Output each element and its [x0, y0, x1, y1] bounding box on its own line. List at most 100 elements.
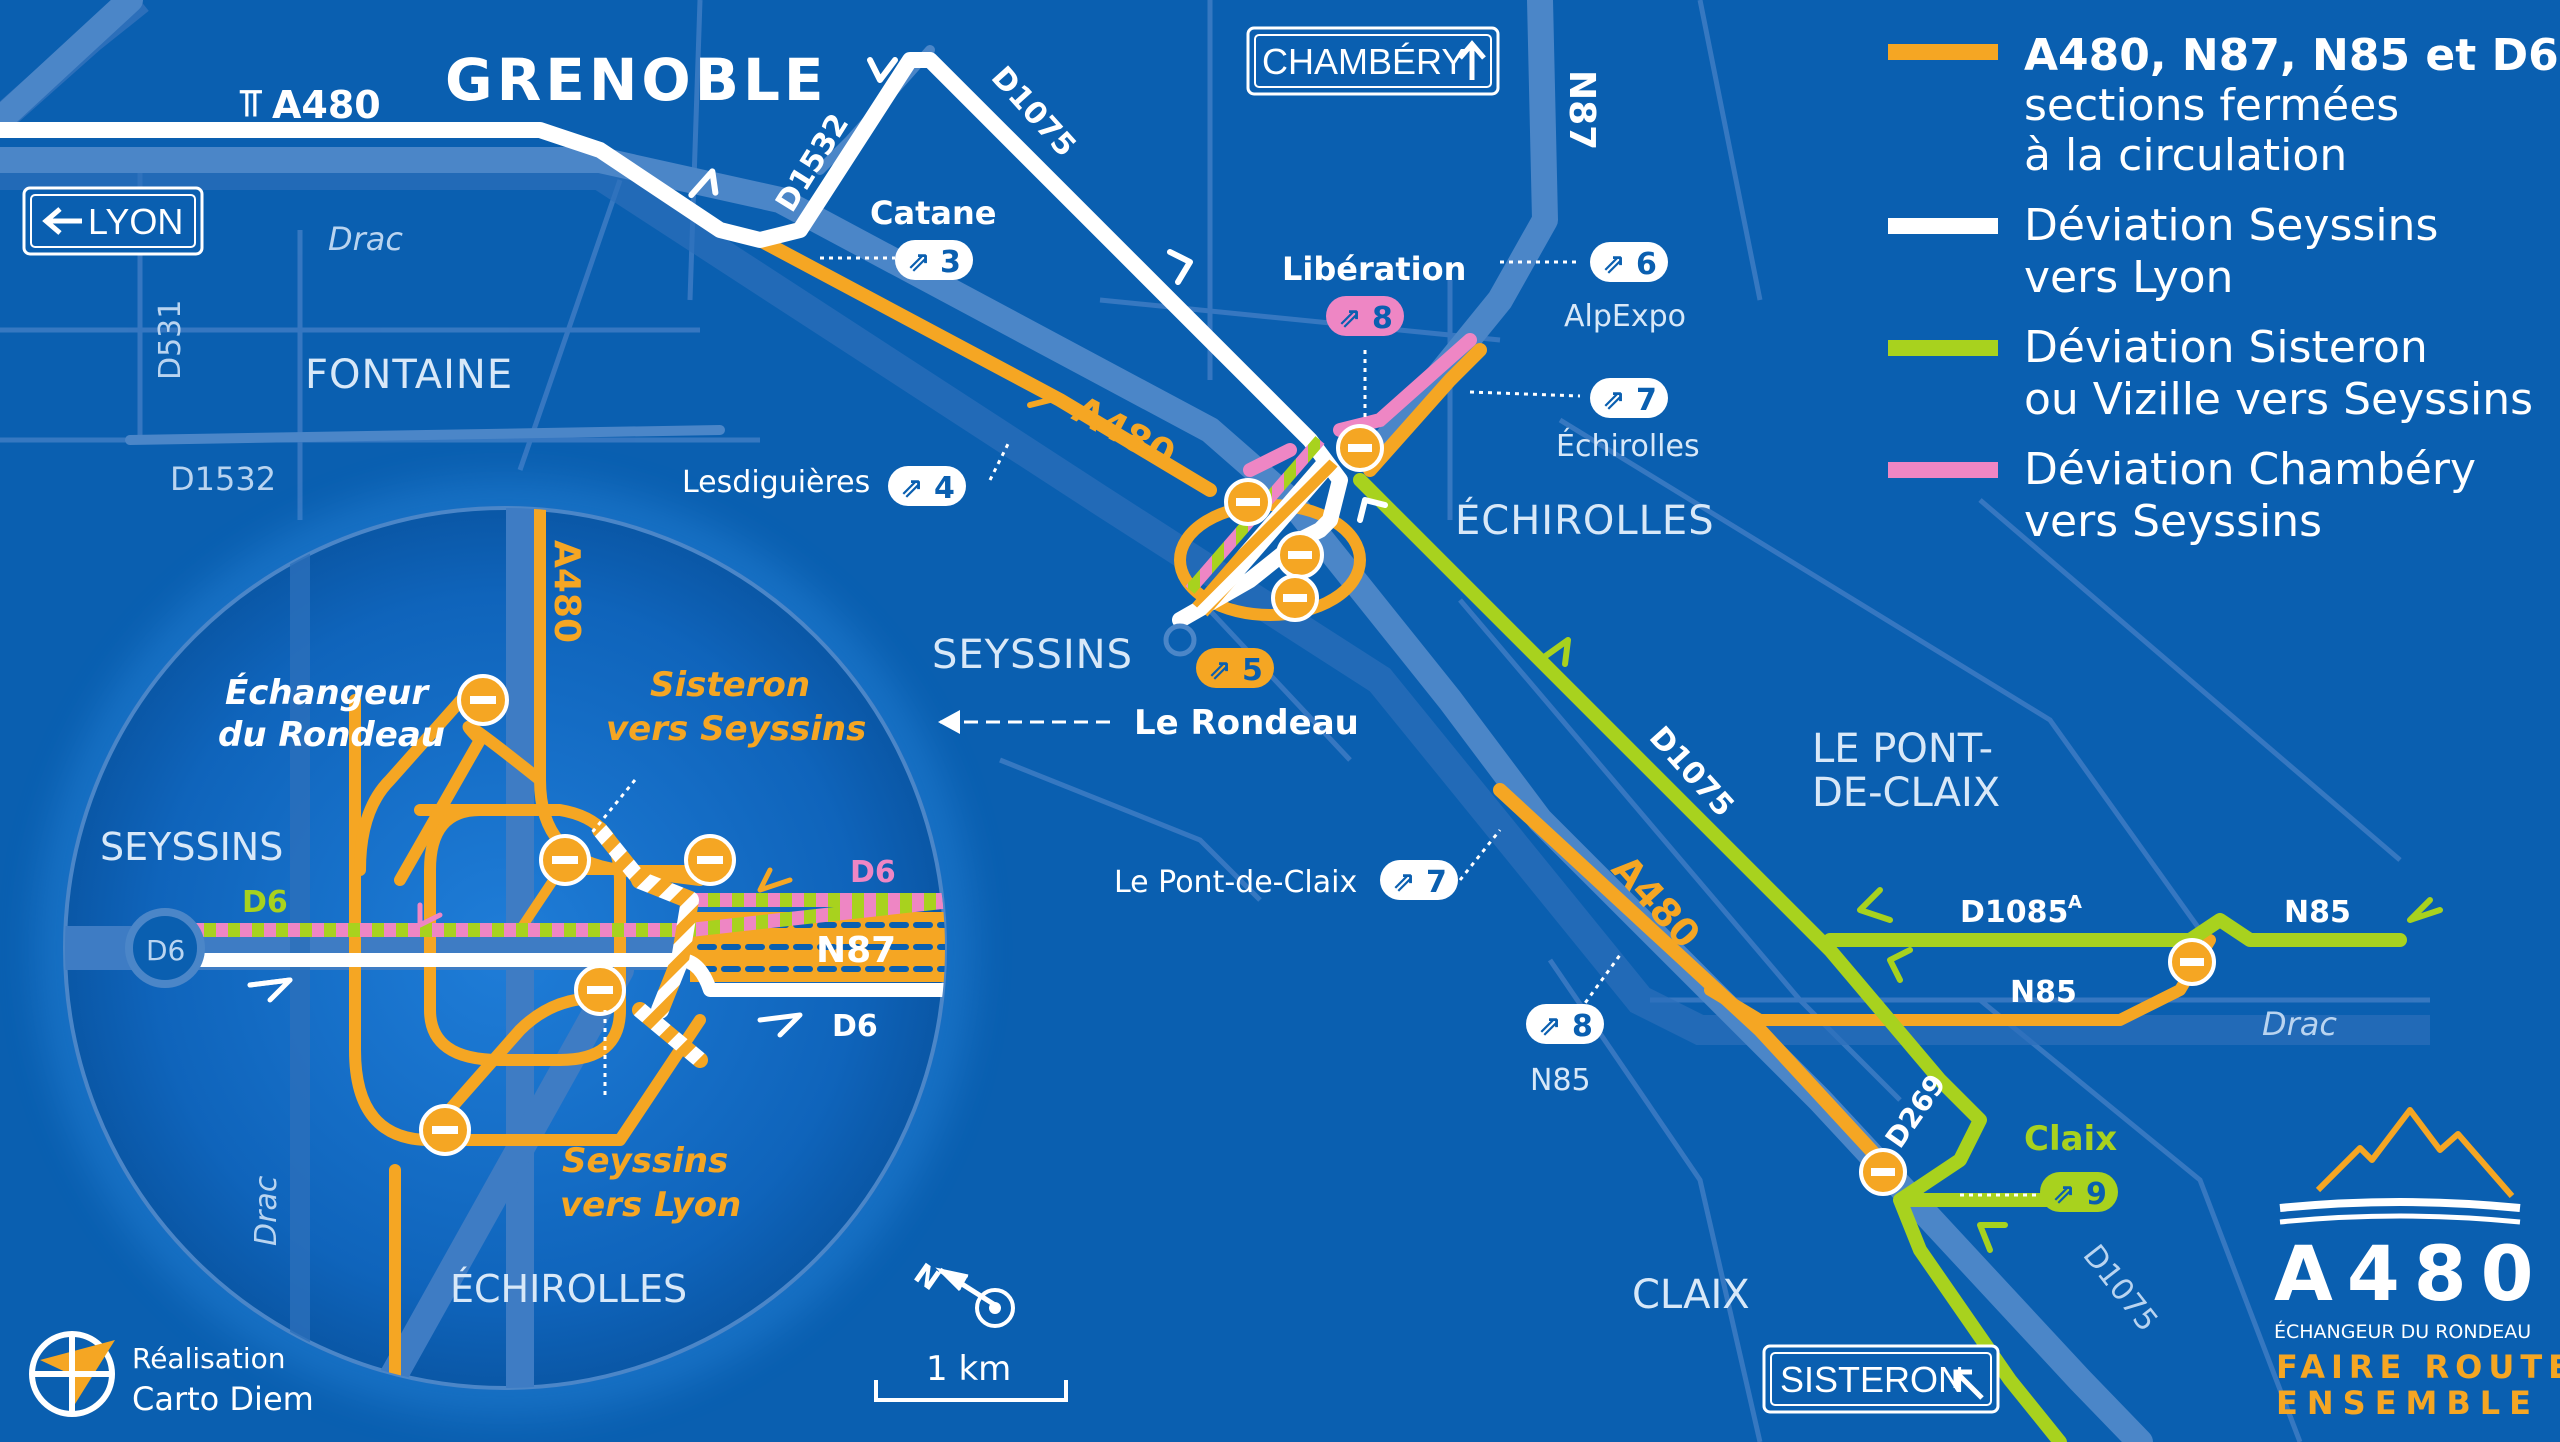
exit-icon: ⇗	[1338, 301, 1361, 334]
road-label-a480-top-icon: ⫪	[240, 81, 262, 125]
legend-chambery-line2: vers Seyssins	[2024, 496, 2322, 547]
exit-n85-name: N85	[1530, 1063, 1591, 1098]
exit-lesdiguieres-num: 4	[934, 471, 955, 506]
legend-sisteron-line1: Déviation Sisteron	[2024, 322, 2428, 373]
inset-roundabout	[125, 908, 205, 988]
inset-road-n87: N87	[816, 930, 896, 971]
exit-icon: ⇗	[1538, 1009, 1561, 1042]
exit-pontdeclaix-name: Le Pont-de-Claix	[1114, 865, 1357, 900]
legend-lyon-line1: Déviation Seyssins	[2024, 200, 2438, 251]
legend-closed-line3: à la circulation	[2024, 130, 2347, 181]
closed-n87	[1363, 343, 1487, 477]
credit-line2: Carto Diem	[132, 1380, 314, 1418]
brand-subtitle: ÉCHANGEUR DU RONDEAU	[2274, 1320, 2531, 1343]
major-roads	[0, 0, 2153, 1442]
city-pont-de-claix-1: LE PONT-	[1812, 726, 1993, 772]
sign-sisteron-label: SISTERON	[1780, 1359, 1964, 1400]
city-claix: CLAIX	[1632, 1272, 1750, 1318]
exit-echirolles: ⇗ 7 Échirolles	[1556, 378, 1700, 464]
arrow-up-icon	[1458, 40, 1486, 80]
legend-swatch-closed	[1888, 44, 1998, 60]
closure-marker	[2168, 938, 2216, 986]
road-label-d1085a: D1085	[1960, 895, 2068, 930]
exit-echirolles-num: 7	[1636, 383, 1657, 418]
exit-leaders	[820, 256, 2040, 1197]
sign-chambery-label: CHAMBÉRY	[1262, 41, 1465, 82]
exit-pontdeclaix-num: 7	[1426, 865, 1447, 900]
exit-claix-name: Claix	[2024, 1119, 2117, 1159]
exit-n85-num: 8	[1572, 1009, 1593, 1044]
scale-bar: 1 km	[874, 1349, 1068, 1402]
brand-title: A480	[2274, 1229, 2547, 1318]
road-label-n85-mid: N85	[2010, 975, 2077, 1010]
a480-shield: ⫪ A480	[240, 81, 381, 127]
inset-city-echirolles: ÉCHIROLLES	[450, 1267, 687, 1311]
inset-road-d6-white: D6	[832, 1009, 878, 1044]
inset-road-d6-left: D6	[242, 885, 288, 920]
inset-closure-marker	[419, 1104, 471, 1156]
legend-swatch-sisteron	[1888, 340, 1998, 356]
river-label-drac-1: Drac	[328, 220, 403, 258]
credit: Réalisation Carto Diem	[29, 1331, 314, 1418]
exit-claix-num: 9	[2086, 1177, 2107, 1212]
exit-icon: ⇗	[1208, 653, 1231, 686]
road-a480-north	[0, 147, 2153, 1442]
exit-n85: ⇗ 8 N85	[1526, 1004, 1604, 1098]
exit-catane-name: Catane	[870, 194, 996, 232]
legend-closed-line2: sections fermées	[2024, 80, 2399, 131]
exit-catane-num: 3	[940, 245, 961, 280]
inset-river-drac: Drac	[249, 1175, 284, 1246]
legend-chambery-line1: Déviation Chambéry	[2024, 444, 2476, 495]
exit-alpexpo-name: AlpExpo	[1564, 299, 1686, 334]
exit-alpexpo: ⇗ 6 AlpExpo	[1564, 242, 1686, 334]
city-grenoble: GRENOBLE	[445, 46, 828, 114]
exit-lesdiguieres-name: Lesdiguières	[682, 465, 870, 500]
exit-icon: ⇗	[1392, 865, 1415, 898]
river-label-drac-2: Drac	[2262, 1005, 2337, 1043]
brand-slogan-2: ENSEMBLE	[2276, 1384, 2540, 1422]
inset-city-seyssins: SEYSSINS	[100, 825, 283, 869]
arrow-left-icon	[42, 207, 82, 235]
inset-echangeur-1: Échangeur	[225, 672, 430, 713]
exit-liberation: Libération ⇗ 8	[1282, 250, 1466, 336]
sign-lyon: LYON	[22, 186, 204, 256]
exit-rondeau-name: Le Rondeau	[1134, 703, 1359, 743]
inset-zoom	[35, 478, 975, 1418]
exit-liberation-name: Libération	[1282, 250, 1466, 288]
road-label-a480-top: A480	[272, 83, 381, 127]
road-d1532-west	[125, 425, 725, 445]
brand: A480 ÉCHANGEUR DU RONDEAU FAIRE ROUTE EN…	[2274, 1107, 2560, 1422]
city-fontaine: FONTAINE	[305, 352, 513, 398]
road-label-d1532-west: D1532	[170, 460, 276, 498]
closure-marker	[1859, 1148, 1907, 1196]
exit-icon: ⇗	[907, 245, 930, 278]
closed-a480-north	[753, 233, 1217, 497]
exit-pontdeclaix: Le Pont-de-Claix ⇗ 7	[1114, 860, 1458, 900]
road-label-d1085a-sup: A	[2068, 892, 2082, 913]
sign-lyon-label: LYON	[88, 201, 183, 242]
scale-label: 1 km	[926, 1349, 1011, 1389]
inset-closure-marker	[684, 834, 736, 886]
city-pont-de-claix-2: DE-CLAIX	[1812, 770, 2000, 816]
closure-marker	[1336, 424, 1384, 472]
inset-road-d6-pink: D6	[850, 855, 896, 890]
rondeau-pointer	[938, 710, 1110, 734]
closed-a480-south	[1493, 783, 1887, 1167]
inset-sisteron-1: Sisteron	[650, 665, 810, 705]
legend-swatch-chambery	[1888, 462, 1998, 478]
inset-closure-marker	[457, 674, 509, 726]
inset-road-d6-roundabout: D6	[146, 934, 185, 967]
inset-labels: Échangeur du Rondeau Sisteron vers Seyss…	[100, 540, 896, 1311]
exit-echirolles-name: Échirolles	[1556, 428, 1700, 464]
closure-marker	[1271, 574, 1319, 622]
sign-chambery: CHAMBÉRY	[1246, 26, 1500, 96]
city-seyssins: SEYSSINS	[932, 632, 1133, 678]
exit-lesdiguieres: Lesdiguières ⇗ 4	[682, 465, 966, 506]
direction-arrows	[688, 57, 2443, 1253]
inset-closure-marker	[574, 964, 626, 1016]
closure-markers	[1224, 424, 2216, 1196]
exit-rondeau-num: 5	[1242, 653, 1263, 688]
mountain-logo-icon	[2315, 1107, 2515, 1198]
legend: A480, N87, N85 et D6 : sections fermées …	[1888, 30, 2560, 547]
